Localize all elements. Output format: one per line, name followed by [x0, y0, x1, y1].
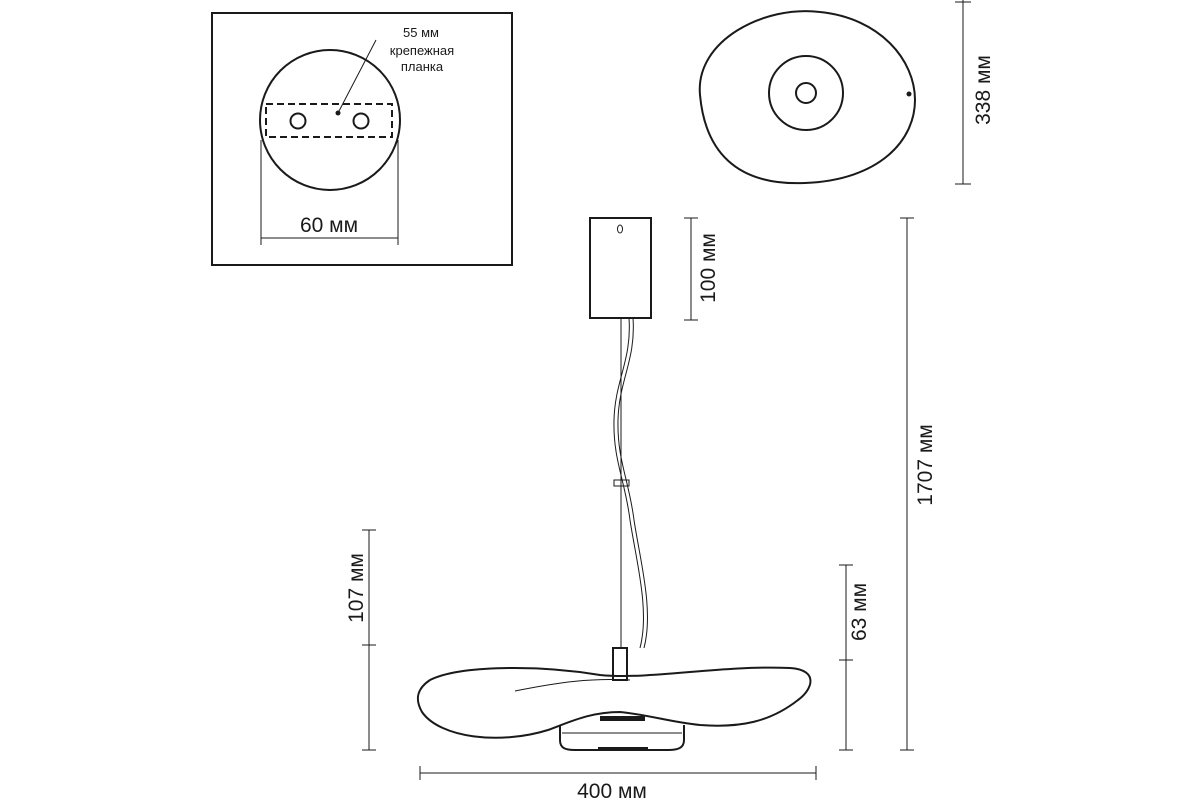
canopy-top-circle — [768, 55, 844, 131]
shade-outline-top — [698, 10, 917, 185]
canopy-disc — [259, 49, 401, 191]
power-cord-outline — [617, 317, 648, 649]
canopy-diameter-label: 60 мм — [300, 214, 358, 237]
diffuser-height-label: 63 мм — [848, 583, 871, 641]
diffuser-mount — [600, 716, 645, 721]
side-view: 100 мм 1707 мм 107 мм 63 мм — [345, 217, 937, 800]
canopy-screw — [617, 224, 623, 234]
shade-fold-line — [514, 678, 631, 692]
canopy-height-label: 100 мм — [697, 233, 720, 303]
mounting-plate — [265, 103, 393, 138]
shade-height-label: 107 мм — [345, 553, 368, 623]
top-view-dot — [906, 91, 912, 97]
width-label: 400 мм — [577, 780, 647, 800]
mounting-plate-label-line1: крепежная — [390, 43, 454, 58]
stem-top-circle — [795, 82, 817, 104]
screw-hole-left — [289, 112, 307, 130]
diffuser — [559, 725, 685, 751]
top-view-depth-label: 338 мм — [972, 55, 995, 125]
detail-frame — [211, 12, 513, 266]
power-cord — [613, 317, 644, 649]
total-height-label: 1707 мм — [914, 424, 937, 505]
top-view: 338 мм — [698, 0, 995, 185]
leader-line — [337, 39, 377, 114]
diffuser-bottom — [598, 747, 648, 751]
plate-inner-label: 55 мм — [403, 25, 439, 40]
cord-clip — [613, 479, 630, 487]
mounting-plate-label-line2: планка — [401, 59, 444, 74]
canopy-detail-view: 55 мм крепежная планка 60 мм — [211, 12, 513, 266]
shade-outline-side — [416, 666, 812, 739]
screw-hole-right — [352, 112, 370, 130]
